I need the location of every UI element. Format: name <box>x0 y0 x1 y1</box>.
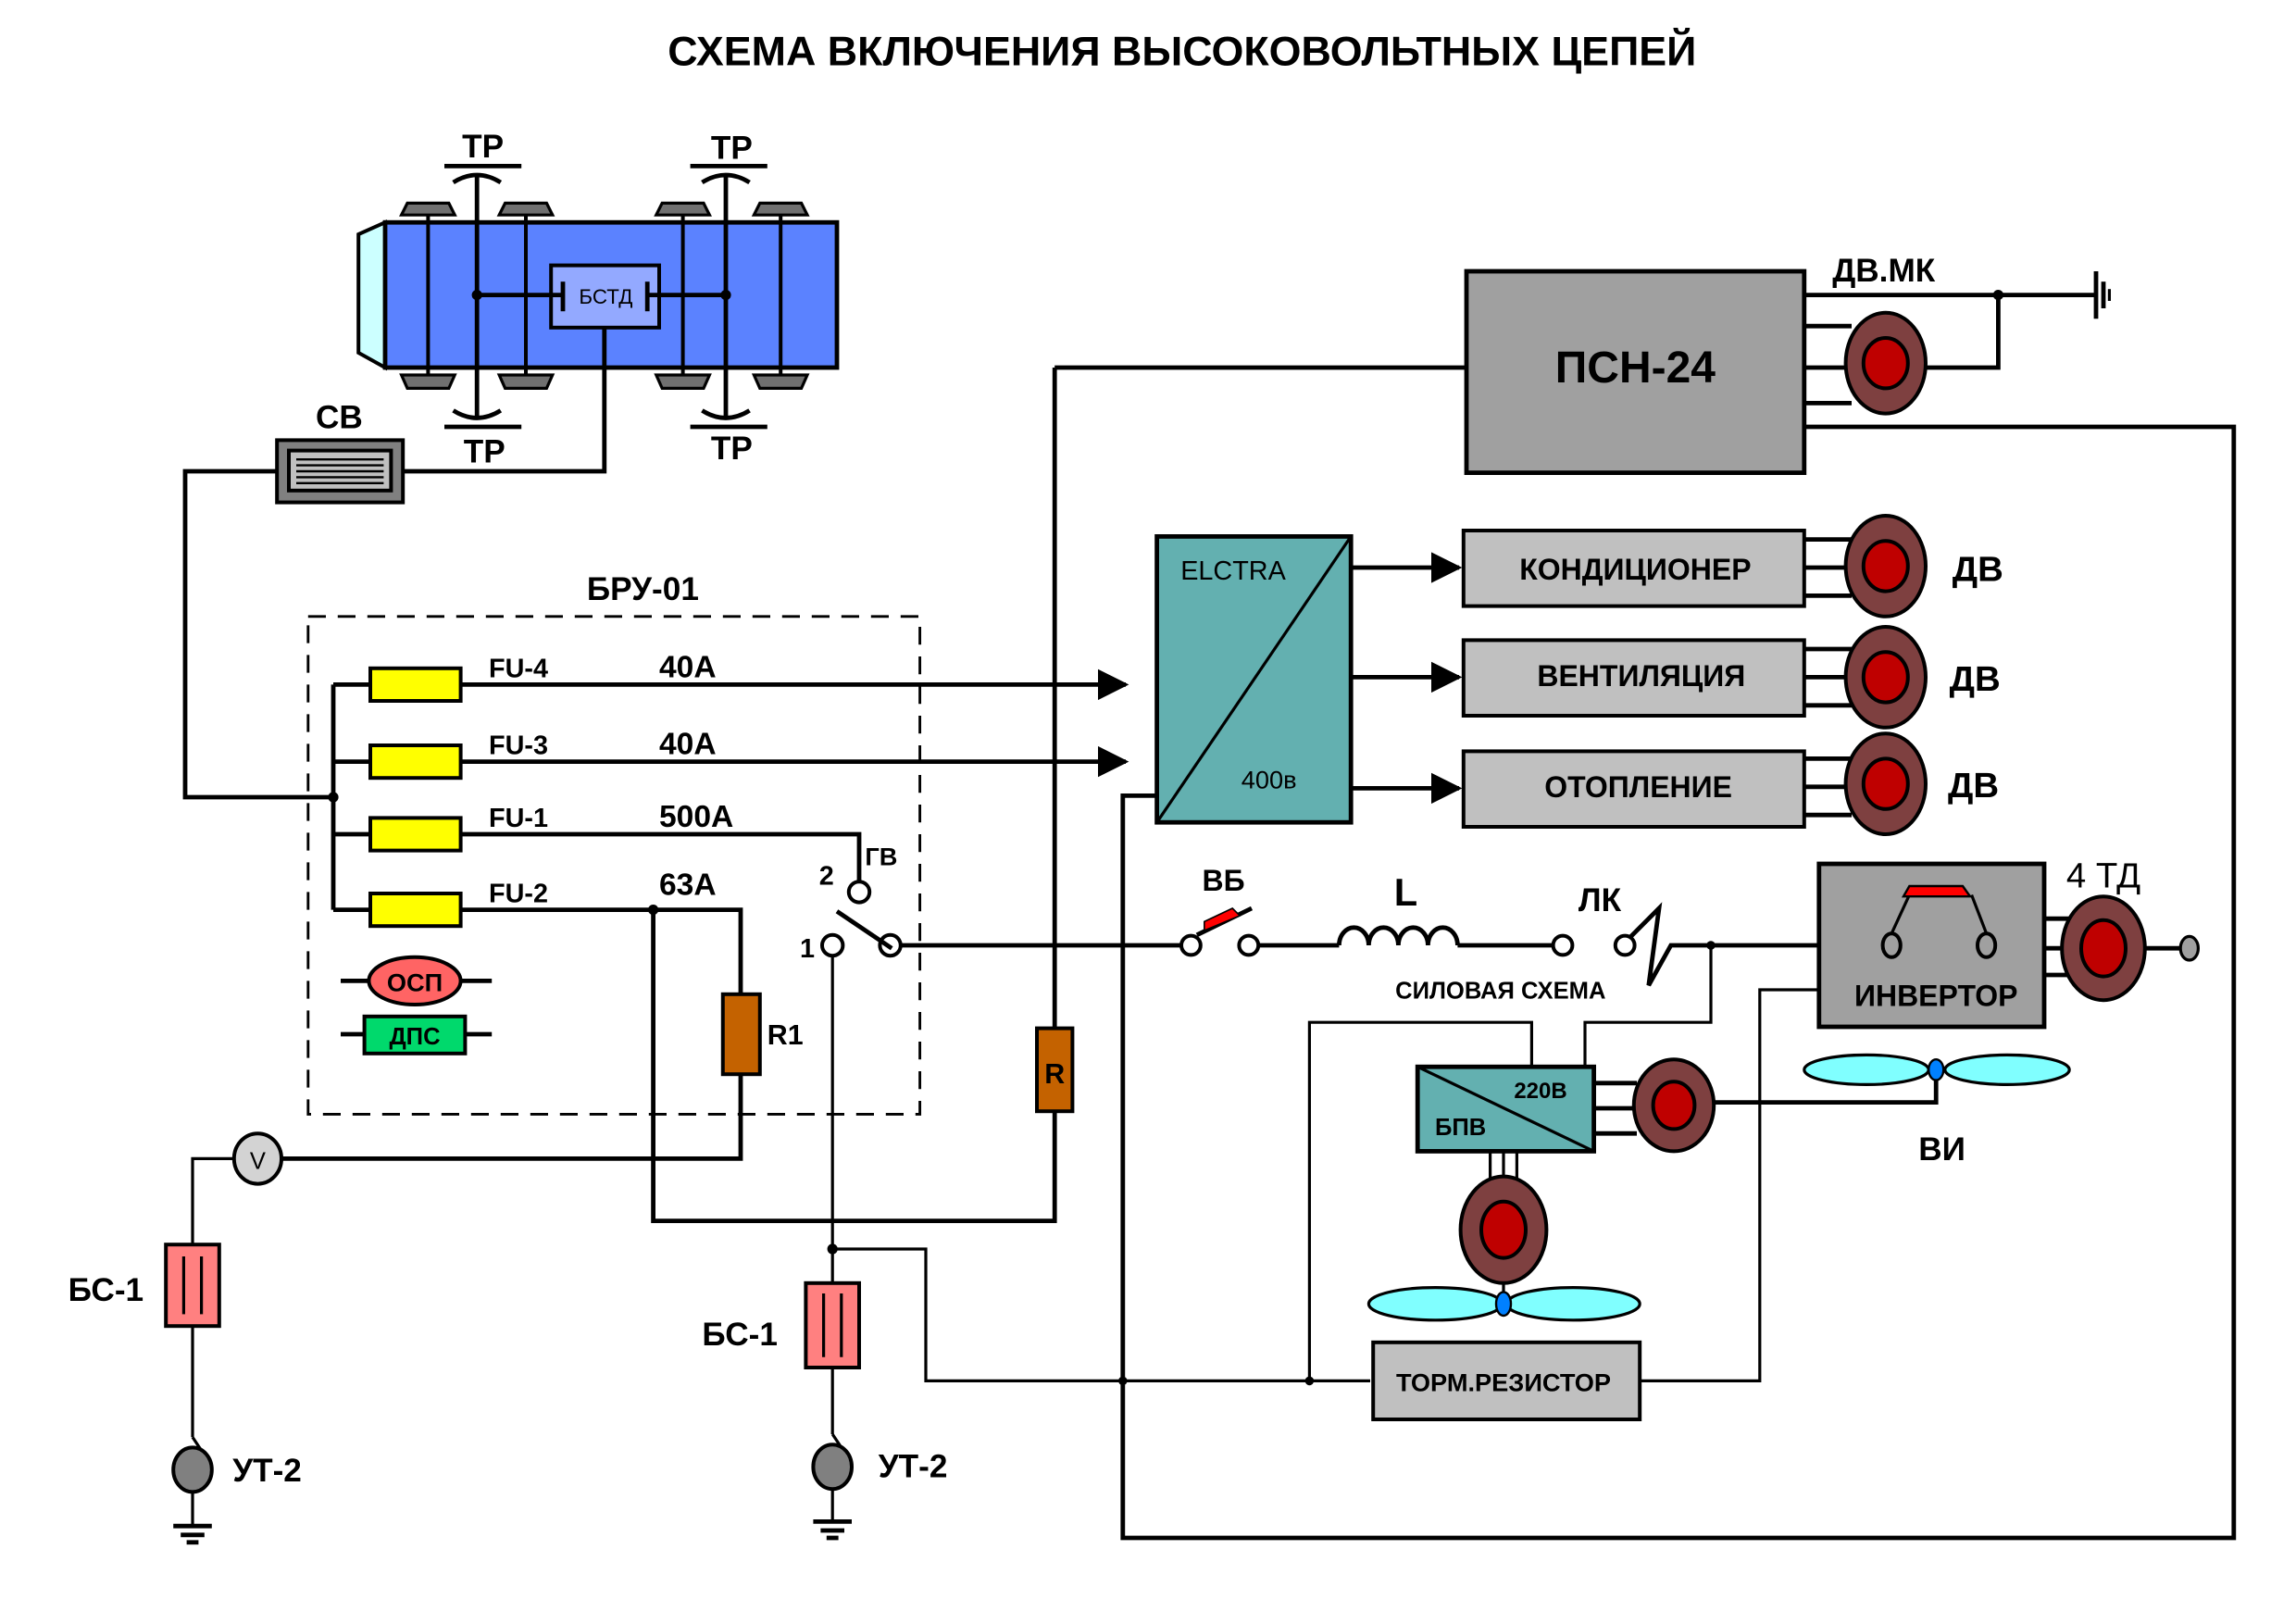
tr-label: ТР <box>711 130 753 166</box>
gv-to-brake-wire <box>832 1247 1370 1383</box>
dps-sensor: ДПС <box>341 1014 493 1056</box>
gv-pos2: 2 <box>819 861 834 891</box>
inverter-to-brake-wire <box>1640 988 1819 1383</box>
elctra-voltage: 400в <box>1242 765 1297 793</box>
bpv-voltage: 220В <box>1514 1079 1566 1104</box>
lk-label: ЛК <box>1578 882 1622 918</box>
bru-label: БРУ-01 <box>587 571 699 607</box>
fuse-fu4: FU-4 40А <box>333 650 1129 704</box>
mid-bs1-label: БС-1 <box>702 1317 778 1353</box>
fu2-to-r-wire <box>651 909 1057 1224</box>
fuse-name: FU-3 <box>489 731 548 761</box>
psn-ground-icon <box>2093 271 2111 319</box>
left-ut2-discharger: УТ-2 <box>171 1436 302 1494</box>
dps-label: ДПС <box>389 1024 440 1050</box>
inductor-l: L <box>1259 870 1554 948</box>
fuse-fu1: FU-1 500А <box>333 800 862 882</box>
elctra-converter: ELCTRA 400в <box>1154 534 1354 825</box>
mid-ut2-discharger: УТ-2 <box>811 1433 948 1492</box>
vb-label: ВБ <box>1203 864 1245 897</box>
osp-relay: ОСП <box>341 955 493 1006</box>
inductor-label: L <box>1394 870 1417 914</box>
lk-to-bpv-wire <box>1583 945 1713 1068</box>
motor-bpv-bottom <box>1458 1151 1549 1305</box>
fuse-rating: 63А <box>659 868 717 903</box>
osp-label: ОСП <box>387 968 443 997</box>
load-conditioner: КОНДИЦИОНЕР ДВ <box>1351 514 2003 618</box>
elctra-brand: ELCTRA <box>1180 556 1286 586</box>
tr-label: ТР <box>711 431 753 467</box>
r1-resistor: R1 <box>720 992 804 1077</box>
gv-label: ГВ <box>865 843 897 871</box>
fuse-rating: 500А <box>659 800 733 834</box>
motor-bpv-right <box>1593 1057 1716 1154</box>
fuse-name: FU-4 <box>489 654 548 683</box>
bru-enclosure <box>306 615 922 1116</box>
left-ut2-label: УТ-2 <box>232 1453 302 1489</box>
load-heating: ОТОПЛЕНИЕ ДВ <box>1351 731 1999 837</box>
lk-contactor: ЛК <box>1551 882 1711 987</box>
motor-label: ДВ <box>1948 766 1999 806</box>
meter-to-bs-wire <box>191 1156 234 1245</box>
r1-label: R1 <box>767 1019 804 1051</box>
left-capacitor-bs1: БС-1 <box>69 1243 221 1329</box>
fan-bpv <box>1366 1286 1641 1322</box>
bstd-label: БСТД <box>579 285 632 308</box>
brake-resistor: ТОРМ.РЕЗИСТОР <box>1371 1340 1642 1421</box>
motor-dv-mk <box>1803 310 1928 416</box>
inverter-block: ИНВЕРТОР <box>1816 861 2047 1030</box>
car-cab <box>356 219 387 371</box>
dv-mk-label: ДВ.МК <box>1832 253 1936 289</box>
bstd-to-sv-wire <box>403 327 607 474</box>
power-circuit-caption: СИЛОВАЯ СХЕМА <box>1395 979 1605 1005</box>
fuse-fu3: FU-3 40А <box>333 728 1129 781</box>
voltmeter-label: V <box>250 1149 266 1175</box>
fuse-name: FU-1 <box>489 804 548 833</box>
gv-pos1: 1 <box>800 934 815 964</box>
brake-resistor-label: ТОРМ.РЕЗИСТОР <box>1396 1368 1611 1397</box>
dvmk-return-wire <box>1926 294 2001 370</box>
mid-ut2-label: УТ-2 <box>879 1448 948 1484</box>
sv-switch: СВ <box>275 400 406 505</box>
r-resistor: R <box>1035 368 1075 1114</box>
bpv-block: 220В БПВ <box>1415 1064 1596 1154</box>
mid-capacitor-bs1: БС-1 <box>702 1280 861 1369</box>
psn-return-loop-wire <box>1120 424 2237 1541</box>
car-body: ТР ТР ТР ТР БСТД <box>356 129 840 469</box>
inverter-label: ИНВЕРТОР <box>1854 980 2017 1013</box>
fuse-fu2: FU-2 63А <box>333 868 743 993</box>
motor-label: ДВ <box>1950 659 2001 699</box>
bpv-to-brake-wire <box>1307 1020 1533 1381</box>
fuse-rating: 40А <box>659 650 717 684</box>
motor-4td: 4 ТД <box>2044 856 2200 1003</box>
psn24-label: ПСН-24 <box>1555 344 1716 393</box>
r-label: R <box>1044 1058 1065 1090</box>
sv-label: СВ <box>316 400 363 436</box>
fuse-name: FU-2 <box>489 880 548 909</box>
diagram-title: СХЕМА ВКЛЮЧЕНИЯ ВЫСОКОВОЛЬТНЫХ ЦЕПЕЙ <box>668 28 1696 75</box>
load-ventilation: ВЕНТИЛЯЦИЯ ДВ <box>1351 625 2001 730</box>
psn24-block: ПСН-24 <box>1464 269 1807 475</box>
tr-label: ТР <box>462 129 504 165</box>
motor-label: ДВ <box>1953 549 2003 589</box>
gv-switch: ГВ 2 1 <box>800 843 903 964</box>
load-label: КОНДИЦИОНЕР <box>1519 553 1751 586</box>
bpv-label: БПВ <box>1435 1115 1486 1141</box>
mid-ground-icon <box>813 1489 852 1541</box>
wheel-shoes <box>399 201 810 390</box>
left-bs1-label: БС-1 <box>69 1272 144 1308</box>
load-label: ВЕНТИЛЯЦИЯ <box>1537 659 1745 693</box>
load-label: ОТОПЛЕНИЕ <box>1544 770 1732 804</box>
fuse-rating: 40А <box>659 728 717 762</box>
vi-label: ВИ <box>1918 1131 1965 1168</box>
td-label: 4 ТД <box>2066 856 2140 896</box>
sv-to-bru-wire <box>182 468 333 800</box>
left-ground-icon <box>173 1492 212 1545</box>
vb-breaker: ВБ <box>1179 864 1261 957</box>
tr-label: ТР <box>464 433 505 469</box>
fan-vi: ВИ <box>1803 1053 2071 1168</box>
r1-to-meter-wire <box>281 1074 743 1161</box>
voltmeter: V <box>231 1131 284 1186</box>
